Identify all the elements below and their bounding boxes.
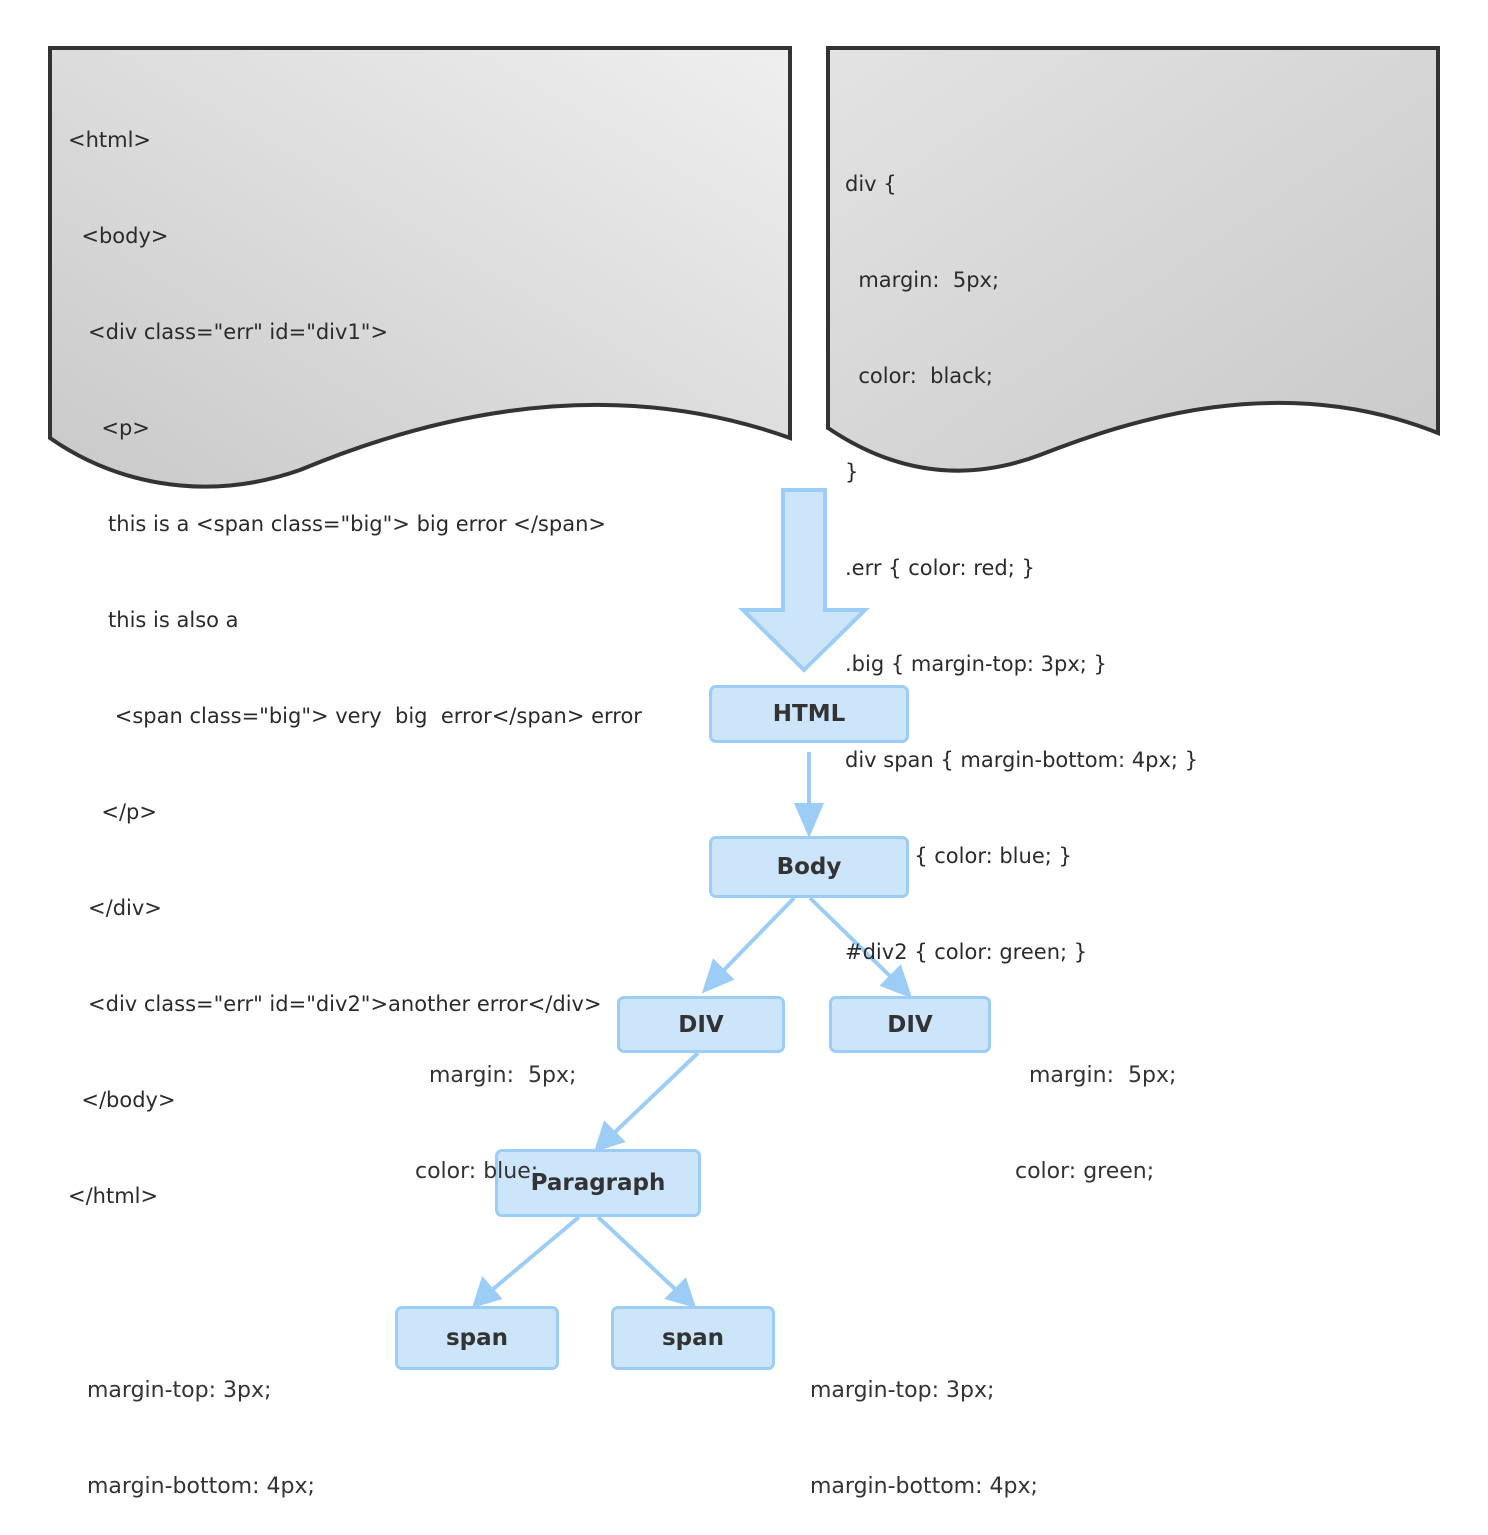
edge-body-div-left bbox=[720, 896, 796, 974]
html-doc-line: </div> bbox=[68, 896, 162, 920]
html-doc-line: </html> bbox=[68, 1184, 159, 1208]
note-line: margin-top: 3px; bbox=[87, 1378, 272, 1403]
tree-edges bbox=[471, 752, 913, 1308]
note-line: margin: 5px; bbox=[1015, 1063, 1177, 1088]
node-span-left: span bbox=[395, 1306, 559, 1370]
node-span-right: span bbox=[611, 1306, 775, 1370]
note-span-left: margin-top: 3px; margin-bottom: 4px; bbox=[87, 1311, 315, 1535]
html-doc-line: this is a <span class="big"> big error <… bbox=[68, 512, 606, 536]
css-doc-line: margin: 5px; bbox=[845, 268, 1000, 292]
node-body: Body bbox=[709, 836, 909, 898]
note-line: color: green; bbox=[1015, 1159, 1155, 1184]
edge-div-paragraph bbox=[612, 1051, 700, 1135]
edge-body-div-right bbox=[808, 896, 894, 980]
css-doc-line: div span { margin-bottom: 4px; } bbox=[845, 748, 1199, 772]
note-span-right: margin-top: 3px; margin-bottom: 4px; bbox=[810, 1311, 1038, 1535]
diagram-canvas bbox=[48, 46, 1440, 1308]
note-div-right: margin: 5px; color: green; bbox=[1015, 996, 1176, 1220]
note-line: margin-bottom: 4px; bbox=[87, 1474, 315, 1499]
html-doc-line: <html> bbox=[68, 128, 152, 152]
edge-paragraph-span-left bbox=[490, 1215, 581, 1292]
html-document-text: <html> <body> <div class="err" id="div1"… bbox=[68, 60, 642, 1244]
node-div-right: DIV bbox=[829, 996, 991, 1053]
css-doc-line: .big { margin-top: 3px; } bbox=[845, 652, 1107, 676]
note-div-left: margin: 5px; color: blue; bbox=[415, 996, 576, 1220]
css-document-shape bbox=[826, 46, 1440, 473]
css-doc-line: color: black; bbox=[845, 364, 993, 388]
css-doc-line: .err { color: red; } bbox=[845, 556, 1035, 580]
note-line: margin-bottom: 4px; bbox=[810, 1474, 1038, 1499]
html-doc-line: <p> bbox=[68, 416, 150, 440]
html-doc-line: </body> bbox=[68, 1088, 176, 1112]
note-line: margin: 5px; bbox=[415, 1063, 577, 1088]
css-doc-line: } bbox=[845, 460, 859, 484]
html-doc-line: this is also a bbox=[68, 608, 239, 632]
html-document-shape bbox=[48, 46, 792, 489]
node-div-left: DIV bbox=[617, 996, 785, 1053]
note-line: margin-top: 3px; bbox=[810, 1378, 995, 1403]
edge-paragraph-span-right bbox=[596, 1215, 678, 1292]
html-doc-line: <span class="big"> very big error</span>… bbox=[68, 704, 642, 728]
html-doc-line: <body> bbox=[68, 224, 169, 248]
node-html: HTML bbox=[709, 685, 909, 743]
css-doc-line: div { bbox=[845, 172, 897, 196]
big-down-arrow bbox=[738, 488, 870, 673]
css-doc-line: #div2 { color: green; } bbox=[845, 940, 1088, 964]
html-doc-line: <div class="err" id="div1"> bbox=[68, 320, 389, 344]
html-doc-line: <div class="err" id="div2">another error… bbox=[68, 992, 602, 1016]
note-line: color: blue; bbox=[415, 1159, 539, 1184]
node-paragraph: Paragraph bbox=[495, 1149, 701, 1217]
html-doc-line: </p> bbox=[68, 800, 157, 824]
